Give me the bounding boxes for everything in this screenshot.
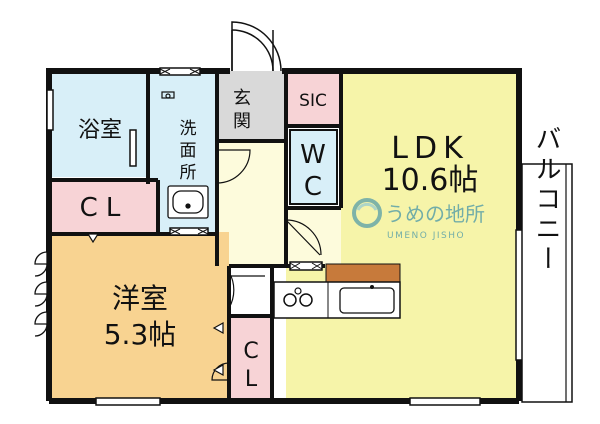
interior-walls — [49, 71, 343, 401]
watermark-en: UMENO JISHO — [387, 231, 465, 241]
label-sic: SIC — [299, 91, 327, 111]
svg-text:玄: 玄 — [233, 88, 251, 109]
washer-hook — [161, 91, 175, 99]
svg-text:面: 面 — [180, 141, 197, 161]
label-cl-small-top: C — [243, 339, 258, 364]
western-window-arcs — [34, 251, 48, 337]
label-washroom: 洗 面 所 — [180, 119, 197, 183]
door-arcs — [157, 149, 322, 381]
label-western-size: 5.3帖 — [104, 318, 177, 351]
windows — [46, 67, 524, 406]
label-bath: 浴室 — [78, 118, 122, 143]
watermark-jp: うめの地所 — [385, 202, 485, 226]
svg-text:洗: 洗 — [180, 119, 197, 139]
room-western — [52, 232, 229, 398]
entrance-door — [231, 21, 282, 72]
watermark-logo-icon — [352, 198, 382, 228]
kitchen — [273, 263, 401, 319]
room-entrance — [217, 71, 286, 141]
svg-text:所: 所 — [180, 163, 197, 183]
label-cl-small-bottom: L — [245, 367, 258, 392]
room-cl-small — [230, 316, 271, 398]
label-ldk: LDK — [391, 131, 469, 166]
label-western: 洋室 — [112, 282, 168, 315]
watermark: うめの地所 UMENO JISHO — [352, 198, 485, 241]
svg-text:関: 関 — [233, 111, 251, 132]
label-wc-top: W — [300, 140, 326, 170]
washbasin — [167, 185, 209, 219]
label-balcony: バルコニー — [531, 125, 561, 275]
label-cl-left: CL — [80, 193, 129, 223]
room-cl-left — [52, 182, 158, 232]
label-ldk-size: 10.6帖 — [382, 163, 479, 198]
balcony — [521, 163, 573, 403]
label-entrance: 玄 関 — [233, 88, 251, 132]
label-wc-bottom: C — [304, 172, 322, 202]
